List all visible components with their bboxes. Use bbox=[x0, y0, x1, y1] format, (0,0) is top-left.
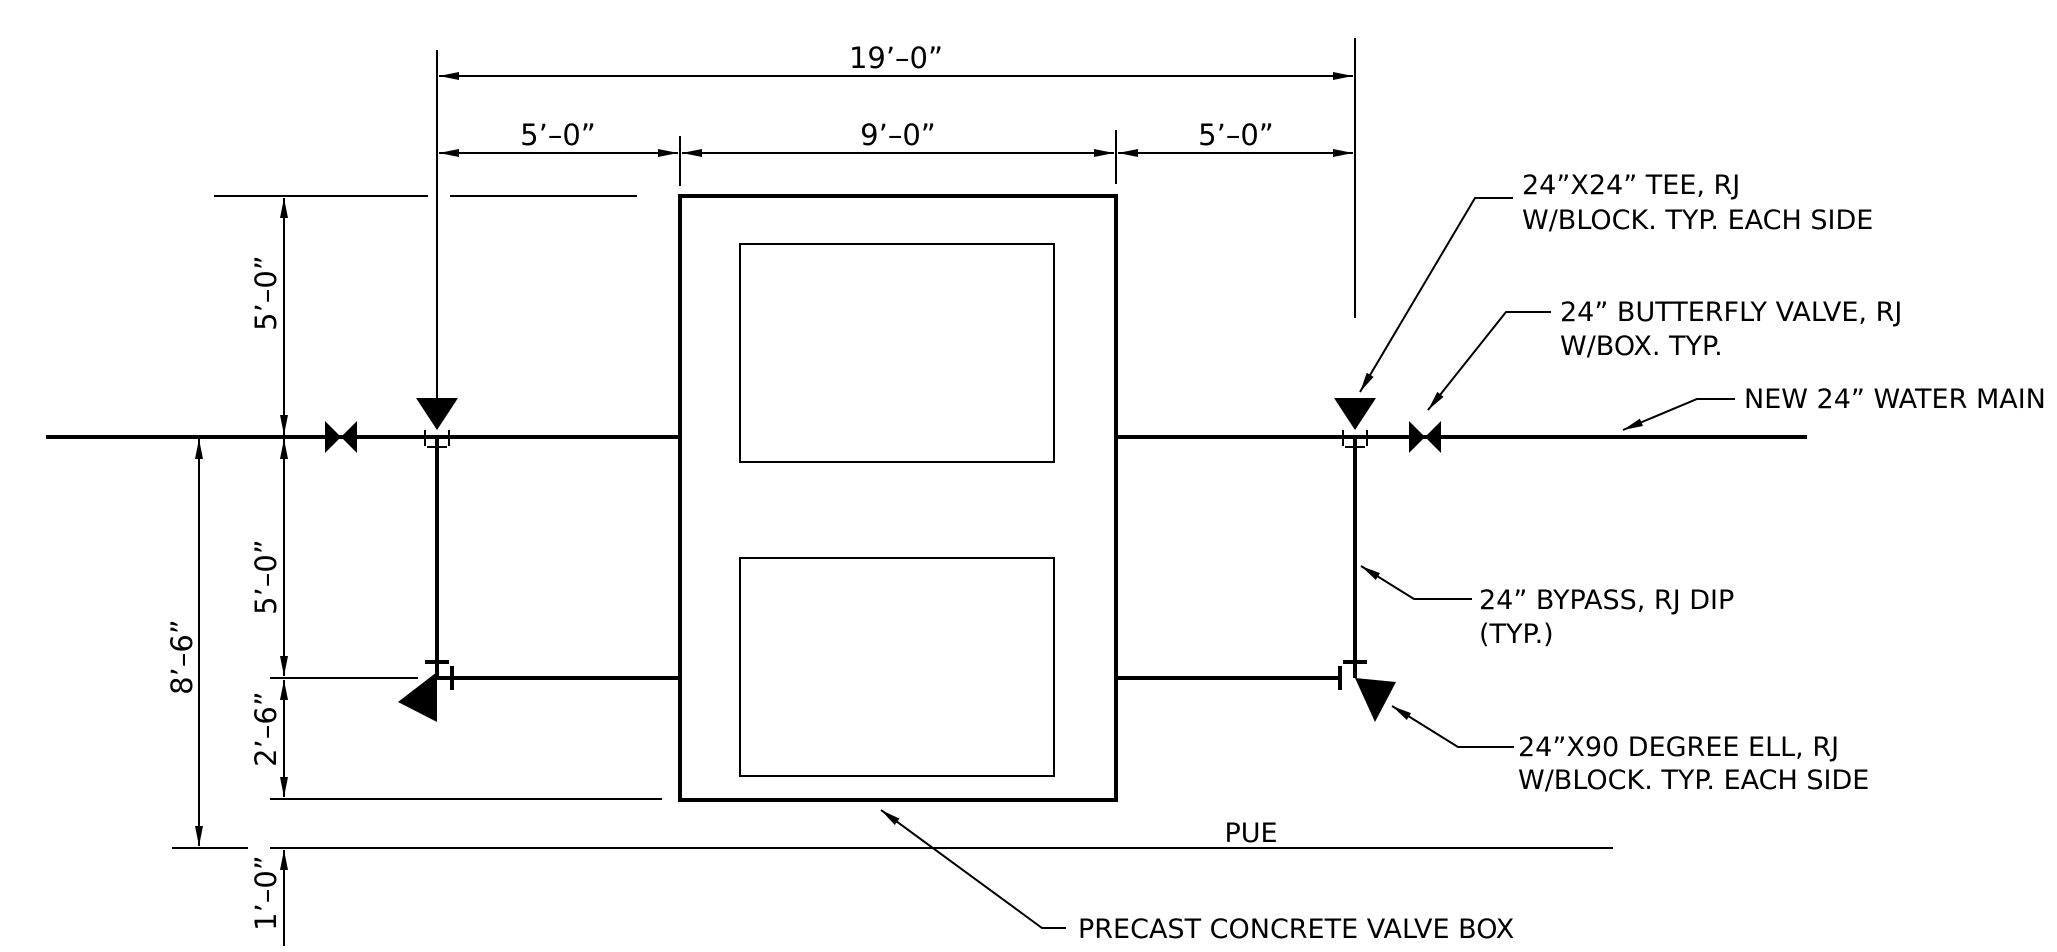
valve-label-line1: 24” BUTTERFLY VALVE, RJ bbox=[1560, 297, 1902, 328]
butterfly-valve-left-icon bbox=[325, 421, 357, 453]
leader-lines bbox=[880, 197, 1735, 929]
extension-lines bbox=[172, 38, 1356, 849]
tee-right-icon bbox=[1334, 398, 1376, 448]
horizontal-dimensions bbox=[439, 72, 1353, 157]
butterfly-valve-right-icon bbox=[1409, 421, 1441, 453]
bypass-label-line1: 24” BYPASS, RJ DIP bbox=[1479, 585, 1734, 616]
dim-overall-width: 19’–0” bbox=[849, 41, 943, 75]
bypass-vertical-pipes bbox=[435, 437, 1357, 678]
dim-left-offset: 5’–0” bbox=[520, 118, 596, 152]
dim-upper-height: 5’–0” bbox=[249, 255, 283, 331]
pue-label: PUE bbox=[1224, 818, 1277, 849]
dim-lower-offset: 2’–6” bbox=[249, 691, 283, 767]
ell-label-line1: 24”X90 DEGREE ELL, RJ bbox=[1518, 732, 1839, 763]
dim-right-offset: 5’–0” bbox=[1198, 118, 1274, 152]
precast-valve-box bbox=[678, 194, 1118, 802]
bypass-label-line2: (TYP.) bbox=[1479, 619, 1554, 650]
ell-label-line2: W/BLOCK. TYP. EACH SIDE bbox=[1518, 765, 1869, 796]
vertical-dimensions bbox=[195, 198, 288, 946]
tee-label-line2: W/BLOCK. TYP. EACH SIDE bbox=[1522, 205, 1873, 236]
ell-left-icon bbox=[398, 660, 454, 722]
water-main-label: NEW 24” WATER MAIN bbox=[1744, 384, 2046, 415]
ell-right-icon bbox=[1338, 660, 1396, 722]
dim-bypass-height: 5’–0” bbox=[249, 539, 283, 615]
dim-box-width: 9’–0” bbox=[860, 118, 936, 152]
dim-total-height: 8’–6” bbox=[165, 619, 199, 695]
tee-left-icon bbox=[416, 398, 458, 448]
dim-pue-offset: 1’–0” bbox=[249, 855, 283, 931]
tee-label-line1: 24”X24” TEE, RJ bbox=[1522, 170, 1740, 201]
valve-box-label: PRECAST CONCRETE VALVE BOX bbox=[1078, 914, 1514, 945]
valve-label-line2: W/BOX. TYP. bbox=[1560, 331, 1723, 362]
